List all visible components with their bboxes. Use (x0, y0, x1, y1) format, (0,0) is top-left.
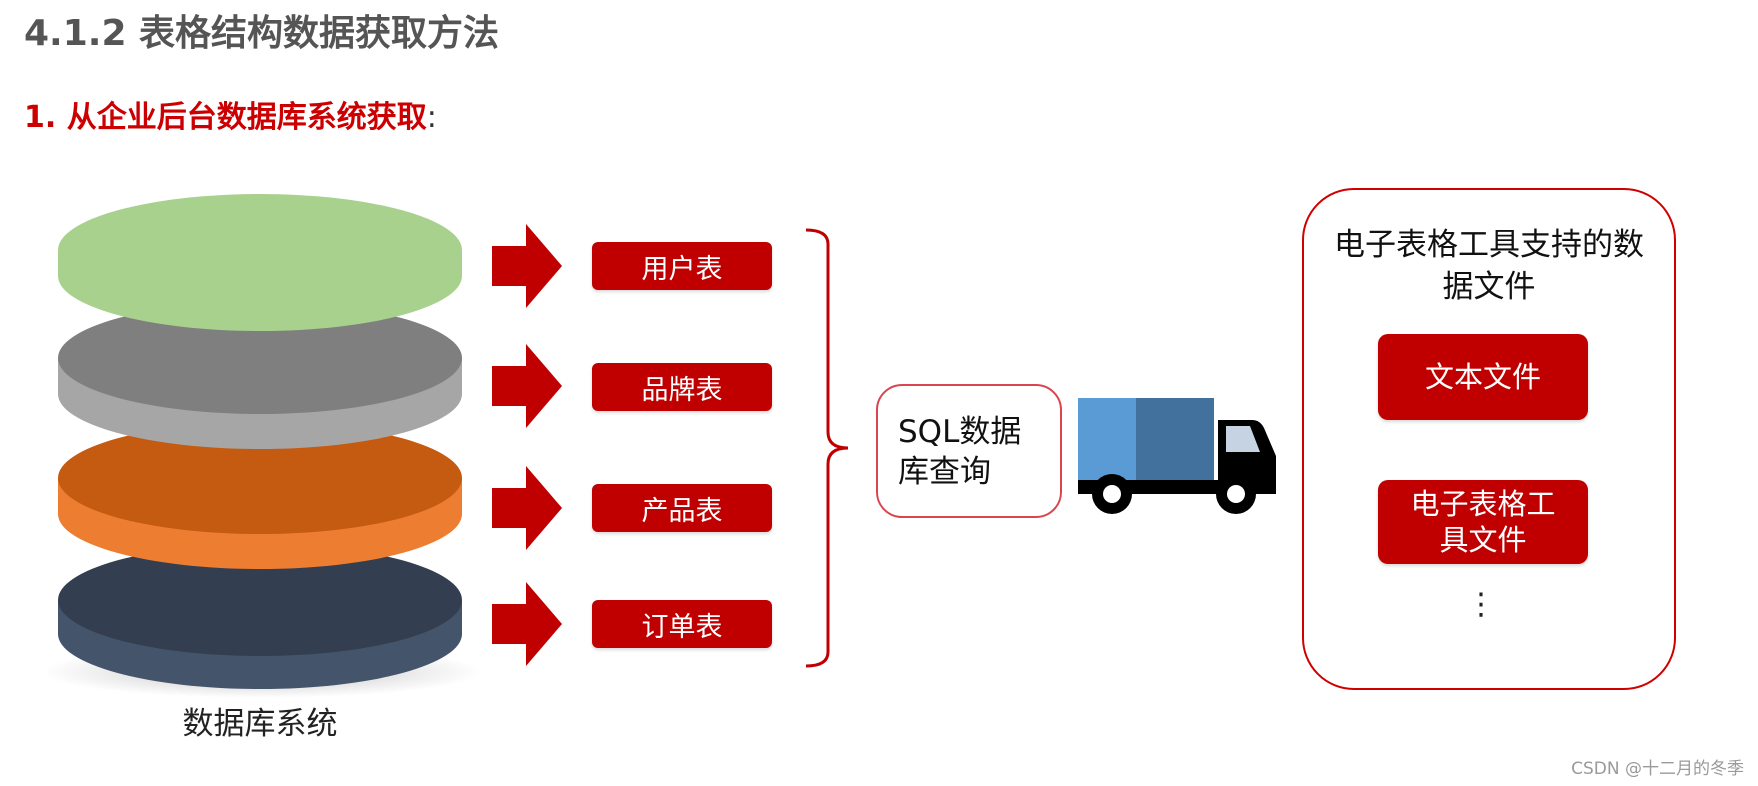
section-subtitle-colon: : (426, 100, 437, 135)
file-box-spreadsheet-line2: 具文件 (1439, 523, 1527, 557)
file-box-spreadsheet: 电子表格工 具文件 (1378, 480, 1588, 564)
watermark: CSDN @十二月的冬季 (1571, 759, 1744, 779)
arrow-right-icon (492, 466, 562, 550)
section-subtitle-text: 1. 从企业后台数据库系统获取 (24, 100, 427, 135)
database-layer-1 (58, 194, 462, 331)
panel-title: 电子表格工具支持的数 据文件 (1308, 224, 1670, 308)
sql-query-line1: SQL数据 (898, 414, 1022, 450)
truck-icon (1078, 398, 1276, 514)
sql-query-line2: 库查询 (898, 454, 991, 490)
table-box-brands: 品牌表 (592, 363, 772, 411)
arrow-right-icon (492, 582, 562, 666)
section-subtitle: 1. 从企业后台数据库系统获取: (24, 92, 437, 136)
database-layer-2 (58, 302, 462, 449)
panel-title-line1: 电子表格工具支持的数 (1334, 227, 1644, 263)
sql-query-box: SQL数据 库查询 (876, 384, 1062, 518)
database-layer-3 (58, 422, 462, 569)
arrow-right-icon (492, 224, 562, 308)
table-box-products: 产品表 (592, 484, 772, 532)
bracket-icon (805, 228, 849, 668)
file-box-text: 文本文件 (1378, 334, 1588, 420)
arrow-right-icon (492, 344, 562, 428)
arrow-icons (492, 224, 562, 666)
file-box-text-line1: 文本文件 (1424, 360, 1541, 394)
database-system-label: 数据库系统 (182, 706, 338, 742)
database-stack-icon (58, 194, 462, 689)
file-box-spreadsheet-line1: 电子表格工 (1410, 487, 1556, 521)
panel-title-line2: 据文件 (1442, 269, 1536, 305)
table-box-users: 用户表 (592, 242, 772, 290)
database-layer-4 (58, 544, 462, 689)
page-title: 4.1.2 表格结构数据获取方法 (24, 13, 500, 54)
spreadsheet-files-panel (1302, 188, 1676, 690)
table-box-orders: 订单表 (592, 600, 772, 648)
ellipsis-icon: ⋮ (1466, 587, 1496, 622)
